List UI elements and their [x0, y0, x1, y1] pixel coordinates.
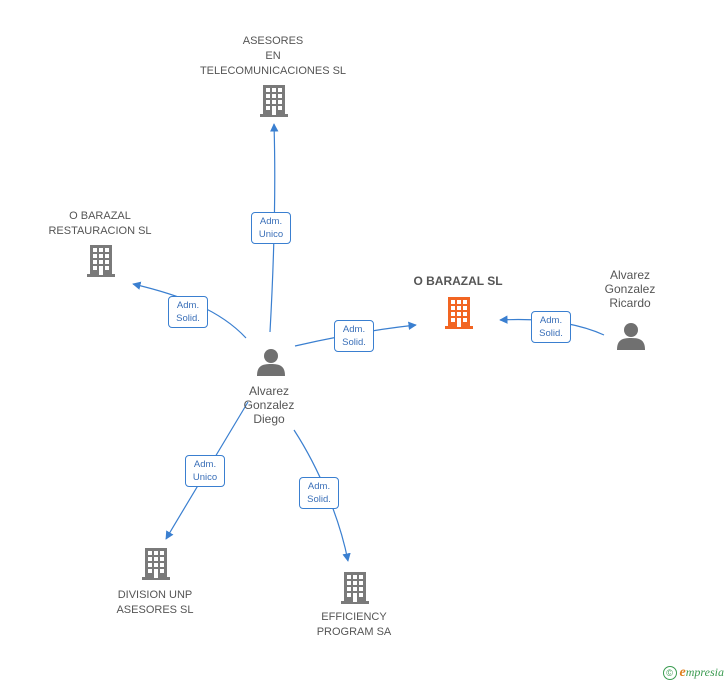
brand-name: mpresia — [685, 665, 724, 679]
person-icon — [257, 349, 285, 376]
edge-label-adm-unico: Adm. Unico — [251, 212, 291, 244]
edge-label-adm-solid: Adm. Solid. — [334, 320, 374, 352]
building-icon — [142, 548, 170, 580]
edge-label-adm-solid: Adm. Solid. — [168, 296, 208, 328]
edge-label-adm-solid: Adm. Solid. — [299, 477, 339, 509]
person-icon — [617, 323, 645, 350]
building-icon — [87, 245, 115, 277]
edge-label-adm-solid: Adm. Solid. — [531, 311, 571, 343]
node-asesores-telecomunicaciones[interactable]: ASESORES EN TELECOMUNICACIONES SL — [199, 35, 347, 77]
node-efficiency-program[interactable]: EFFICIENCY PROGRAM SA — [316, 611, 392, 638]
empresia-copyright[interactable]: ©empresia — [662, 665, 724, 681]
building-icon — [260, 85, 288, 117]
node-division-unp[interactable]: DIVISION UNP ASESORES SL — [116, 589, 194, 616]
brand-initial: e — [679, 665, 686, 680]
node-barazal-sl[interactable]: O BARAZAL SL — [413, 274, 503, 288]
copyright-icon: © — [662, 666, 677, 680]
node-barazal-restauracion[interactable]: O BARAZAL RESTAURACION SL — [48, 210, 152, 237]
building-icon — [445, 297, 473, 329]
node-alvarez-gonzalez-diego[interactable]: Alvarez Gonzalez Diego — [243, 384, 295, 426]
node-alvarez-gonzalez-ricardo[interactable]: Alvarez Gonzalez Ricardo — [604, 268, 656, 310]
building-icon — [341, 572, 369, 604]
edge-label-adm-unico: Adm. Unico — [185, 455, 225, 487]
